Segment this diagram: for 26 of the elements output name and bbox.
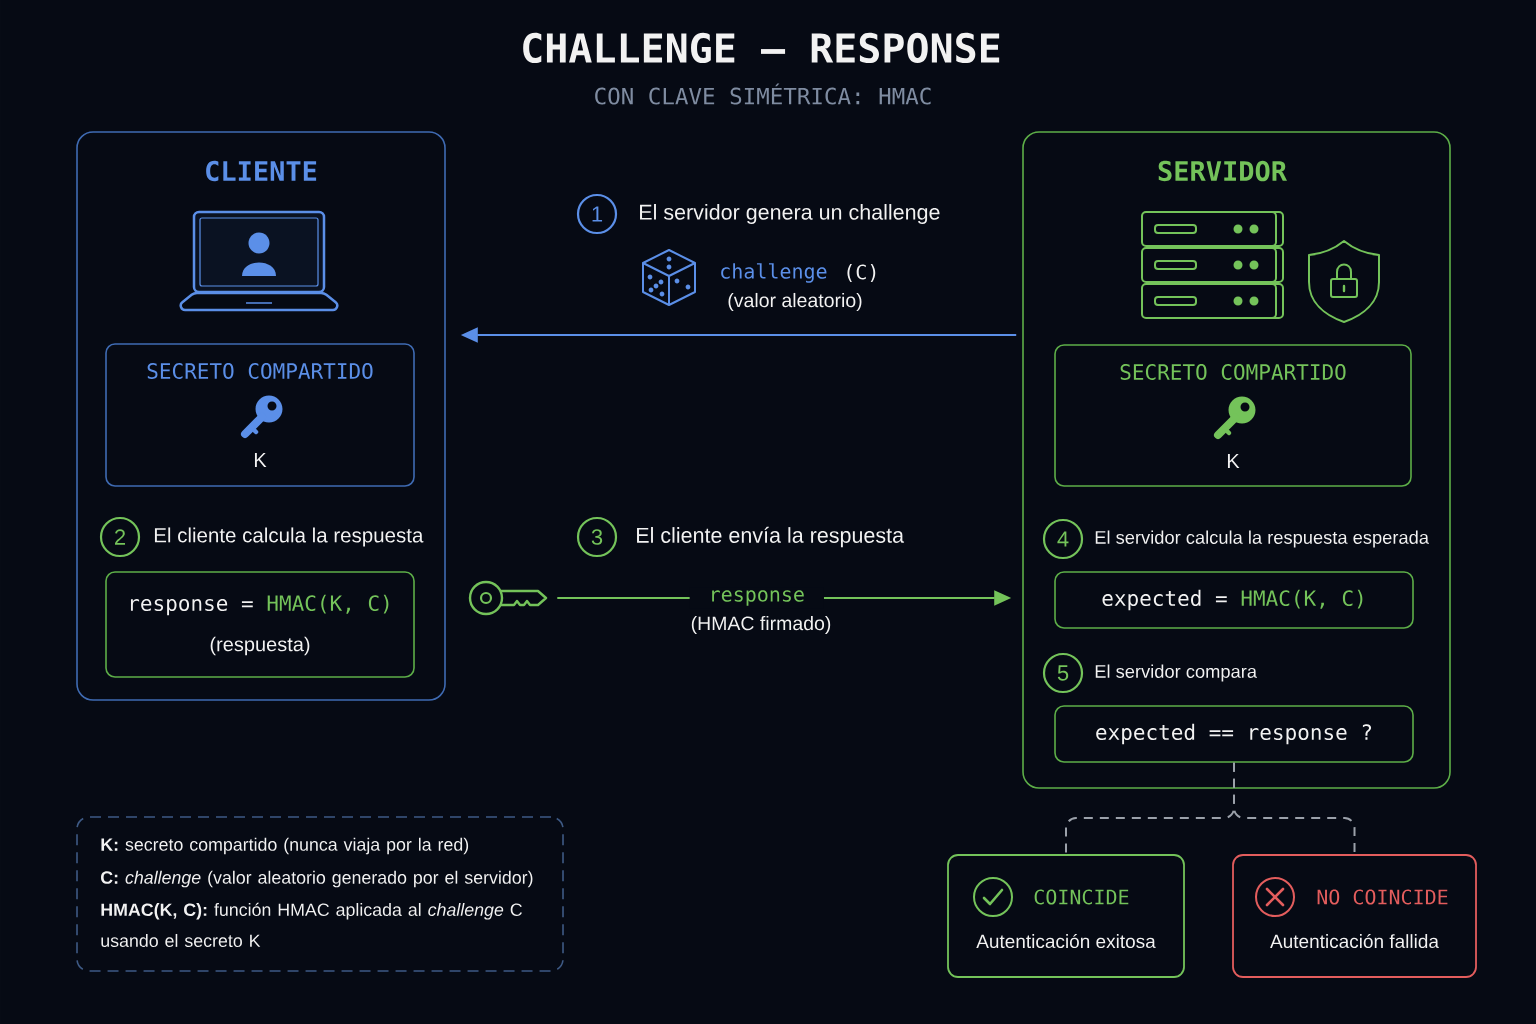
step-number: 3	[576, 516, 618, 558]
secret-box: SECRETO COMPARTIDO K	[105, 343, 415, 487]
caption-text: (HMAC firmado)	[691, 615, 831, 635]
code-box: response = HMAC(K, C) (respuesta)	[105, 571, 415, 678]
code-label: (C)	[847, 264, 876, 282]
note-box: K: secreto compartido (nunca viaja por la red) C: challenge (valor aleatorio generado por el servidor) HMAC(K, C): función HMAC aplicada al challenge C usando el secreto K	[76, 816, 564, 972]
result-box: COINCIDE Autenticación exitosa	[947, 854, 1185, 978]
title: CHALLENGE – RESPONSE	[523, 32, 1000, 64]
subtitle: CON CLAVE SIMÉTRICA: HMAC	[595, 83, 931, 105]
step-text: El cliente calcula la respuesta	[154, 527, 424, 547]
step-number: 1	[576, 193, 618, 235]
caption-text: (valor aleatorio)	[728, 292, 862, 312]
code-box: expected == response ?	[1054, 705, 1414, 763]
step-number: 4	[1042, 518, 1084, 560]
result-box: NO COINCIDE Autenticación fallida	[1232, 854, 1477, 978]
edge-label: response	[689, 587, 824, 609]
step-text: El servidor compara	[1095, 664, 1257, 682]
step-number: 2	[99, 516, 141, 558]
step-text: El servidor calcula la respuesta esperada	[1095, 530, 1429, 548]
code-label: challenge	[721, 263, 827, 283]
code-box: expected = HMAC(K, C)	[1054, 571, 1414, 629]
step-text: El cliente envía la respuesta	[637, 526, 905, 548]
step-text: El servidor genera un challenge	[640, 204, 940, 224]
secret-box: SECRETO COMPARTIDO K	[1054, 344, 1412, 487]
step-number: 5	[1042, 652, 1084, 694]
key-icon	[468, 580, 548, 616]
